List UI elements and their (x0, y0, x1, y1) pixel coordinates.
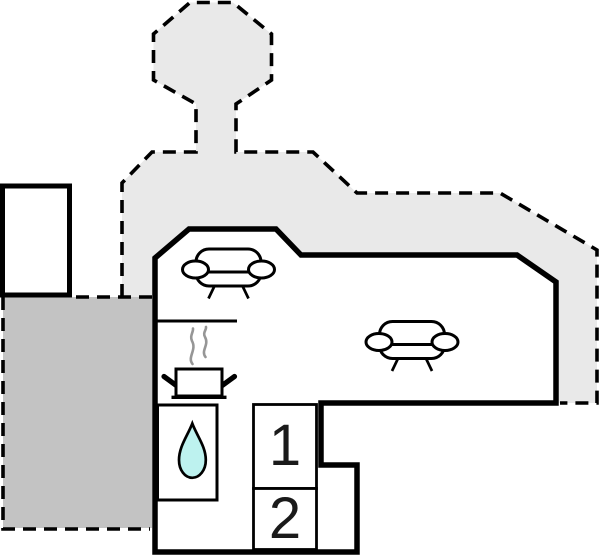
patio-dashed-boundary (120, 0, 599, 405)
room-2-box (252, 487, 318, 551)
stove-pot-icon (161, 367, 238, 399)
room-1-label: 1 (268, 413, 302, 478)
room-1-box (252, 403, 318, 490)
steam-icon (189, 325, 208, 366)
water-drop-icon (177, 419, 208, 480)
patio-area (122, 2, 597, 403)
room-2-label: 2 (268, 485, 302, 551)
terrace-dashed-boundary (1, 295, 152, 531)
annex-box (0, 183, 72, 298)
terrace-area (3, 297, 152, 528)
